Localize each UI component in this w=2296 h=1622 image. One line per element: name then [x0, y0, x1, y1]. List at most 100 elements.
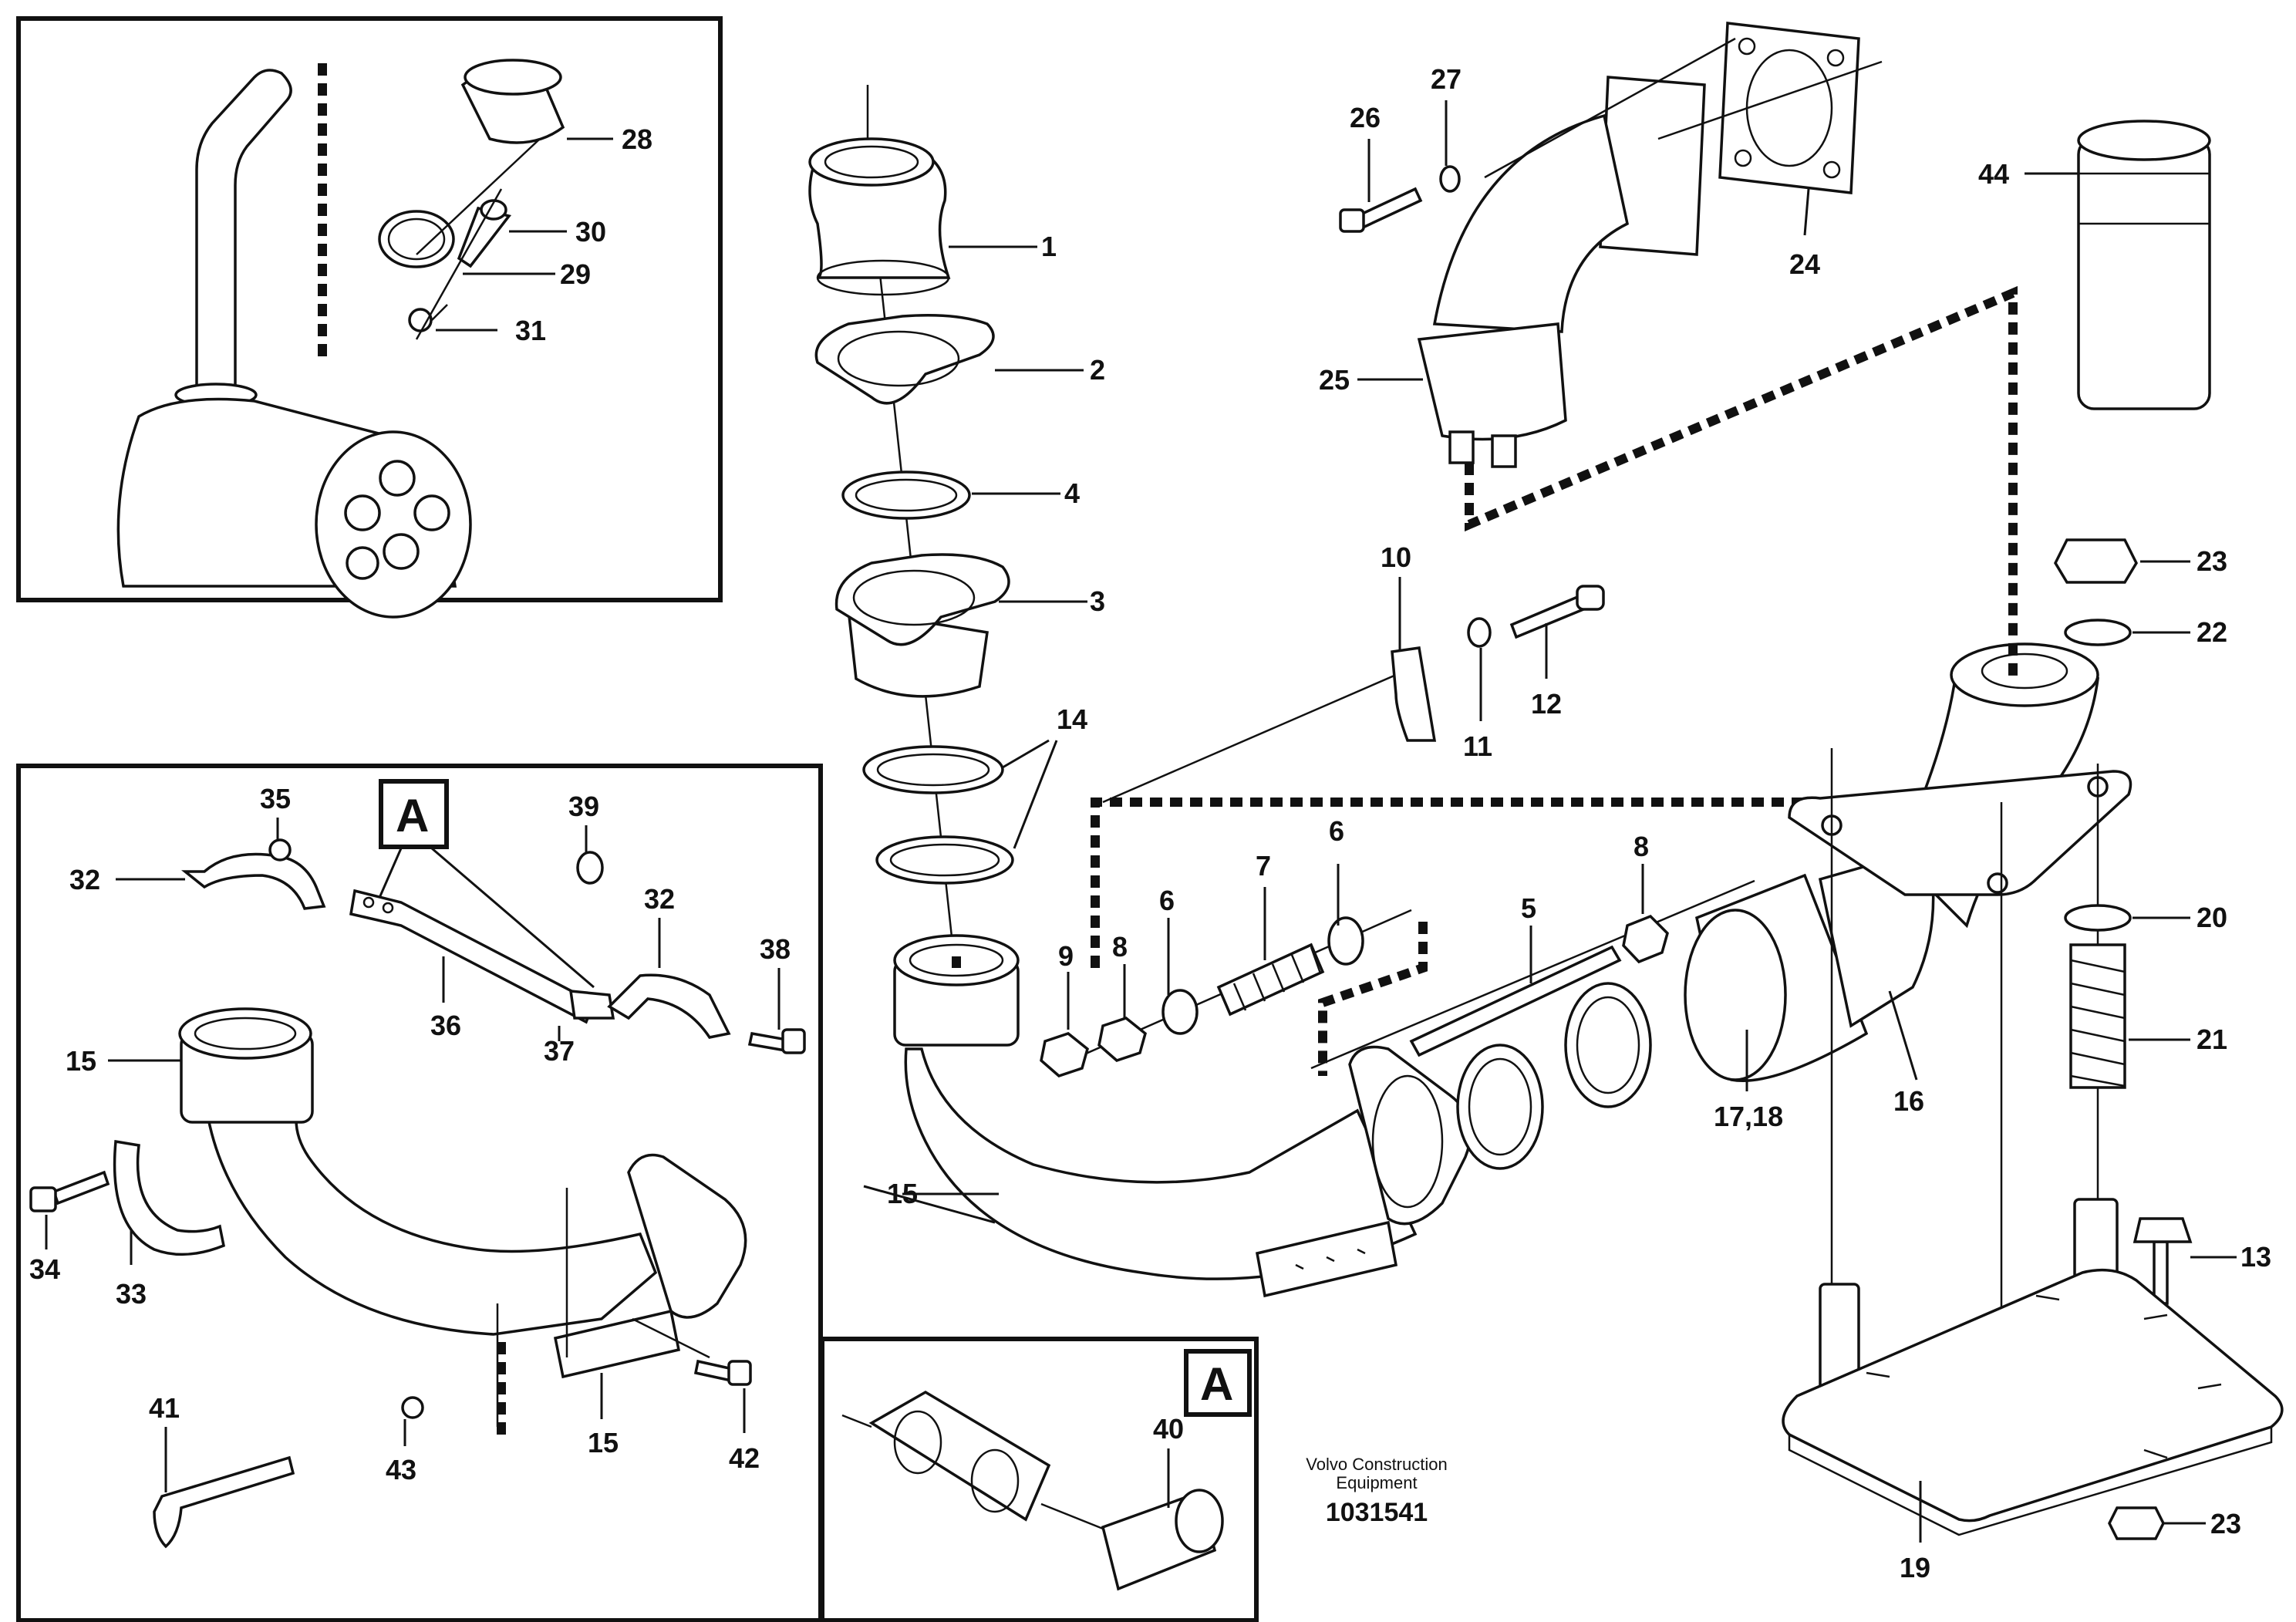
part-9-nut [1040, 1032, 1089, 1077]
leader-line [1888, 990, 1918, 1081]
callout-33: 33 [116, 1278, 147, 1310]
callout-26: 26 [1350, 102, 1381, 133]
part-6-seat-right [1327, 916, 1364, 966]
part-34-bolt-head [29, 1186, 57, 1212]
callout-27: 27 [1431, 63, 1462, 95]
part-15-pipe-inset-mouth [178, 1007, 312, 1060]
part-22-washer [2064, 619, 2132, 646]
part-39-washer [576, 851, 604, 885]
part-2-flange [814, 314, 995, 405]
drawing-credit: Volvo Construction Equipment 1031541 [1306, 1455, 1447, 1527]
part-27-washer [1439, 165, 1461, 193]
part-24-bolt-hole [1734, 149, 1752, 167]
callout-9: 9 [1058, 940, 1074, 972]
part-41-tag [153, 1455, 295, 1549]
part-29-clamp-inner [387, 218, 446, 261]
part-15-pipe-inset-flange [627, 1153, 747, 1319]
callout-38: 38 [760, 933, 791, 965]
callout-28: 28 [622, 123, 652, 155]
part-3-flange [834, 553, 1010, 646]
leader-line [863, 1185, 999, 1224]
callout-6-left: 6 [1159, 885, 1175, 916]
callout-17-18: 17,18 [1714, 1101, 1783, 1132]
assembly-axis-line [415, 138, 541, 340]
callout-32-right: 32 [644, 883, 675, 915]
callout-20: 20 [2197, 902, 2227, 933]
callout-19: 19 [1900, 1552, 1930, 1583]
callout-14: 14 [1057, 703, 1087, 735]
strap-end-hole [893, 1410, 942, 1475]
part-14-gasket-upper-inner [876, 753, 990, 787]
part-35-nut [268, 838, 292, 862]
leader-line [2129, 560, 2190, 1041]
part-24-bolt-hole [1826, 49, 1845, 67]
gasket-ring [1564, 982, 1652, 1108]
main-exhaust-pipe-assembly: 15 [863, 663, 1959, 1298]
leader-line [1067, 864, 1644, 1030]
part-44-can-seams [2079, 172, 2210, 225]
callout-44: 44 [1978, 158, 2009, 190]
part-24-gasket [1718, 22, 1860, 194]
callout-32-left: 32 [69, 864, 100, 895]
callout-10: 10 [1381, 541, 1411, 573]
callout-31: 31 [515, 315, 546, 346]
part-16-elbow-top [1950, 642, 2099, 707]
part-36-strap [349, 889, 596, 1024]
callout-42: 42 [729, 1442, 760, 1474]
muffler-end-cap [315, 430, 472, 619]
part-15-bracket-holes [1295, 1248, 1366, 1270]
callout-5: 5 [1521, 892, 1536, 924]
assembly-dash-line [1465, 285, 2018, 679]
part-1-bellows-bore [824, 145, 919, 179]
callout-8-left: 8 [1112, 931, 1128, 963]
part-3-flange-bore [852, 569, 976, 626]
part-7-spring [1216, 943, 1325, 1017]
part-26-bolt-head [1339, 208, 1365, 233]
clip-and-screw: 10 11 12 [1381, 541, 1605, 762]
part-42-bolt-head [727, 1360, 752, 1386]
part-14-gasket-lower-inner [889, 843, 1000, 877]
drawing-number: 1031541 [1326, 1498, 1428, 1527]
inset-muffler-view: 28 30 29 31 [16, 16, 723, 619]
callout-8-right: 8 [1633, 831, 1649, 862]
part-26-bolt [1355, 187, 1423, 230]
part-25-elbow-outlet [1417, 322, 1567, 441]
part-38-bolt-head [781, 1028, 806, 1054]
callout-1: 1 [1041, 231, 1057, 262]
assembly-axis-line [1102, 663, 1420, 804]
part-11-washer [1467, 617, 1492, 648]
assembly-dash-line [1318, 922, 1428, 1076]
callout-25: 25 [1319, 364, 1350, 396]
part-36-strap-hole [362, 896, 375, 909]
credit-line-1: Volvo Construction [1306, 1455, 1447, 1474]
callout-23-top: 23 [2197, 545, 2227, 577]
part-40-sleeve-end [1175, 1489, 1224, 1553]
callout-16: 16 [1893, 1085, 1924, 1117]
part-15-pipe-inset-bore [194, 1017, 297, 1050]
strap-end [868, 1390, 1051, 1522]
part-12-screw-head [1576, 585, 1605, 611]
part-37-lug [568, 990, 615, 1020]
callout-35: 35 [260, 783, 291, 814]
callout-41: 41 [149, 1392, 180, 1424]
part-16-mount-plate [1788, 770, 2132, 896]
part-25-elbow [1432, 113, 1629, 333]
muffler-outlet-hole [379, 460, 416, 497]
part-32-clamp-right [607, 973, 731, 1039]
callout-30: 30 [575, 216, 606, 248]
callout-11: 11 [1463, 730, 1492, 762]
part-23-nut-bottom [2108, 1506, 2165, 1540]
detail-a-marker-box [1184, 1349, 1252, 1417]
outlet-elbow-assembly: 17,18 16 23 22 20 21 13 [1456, 538, 2284, 1583]
part-8-nut-right [1622, 914, 1669, 964]
callout-15-inset-top: 15 [66, 1045, 96, 1077]
inset-detail-a: A 40 [820, 1337, 1259, 1622]
callout-3: 3 [1090, 585, 1105, 617]
leader-line [949, 245, 1087, 849]
part-21-spring [2069, 943, 2126, 1089]
callout-2: 2 [1090, 354, 1105, 386]
muffler-outlet-hole [383, 533, 420, 570]
part-16-elbow-bore [1981, 653, 2068, 690]
part-6-seat-left [1161, 989, 1199, 1035]
